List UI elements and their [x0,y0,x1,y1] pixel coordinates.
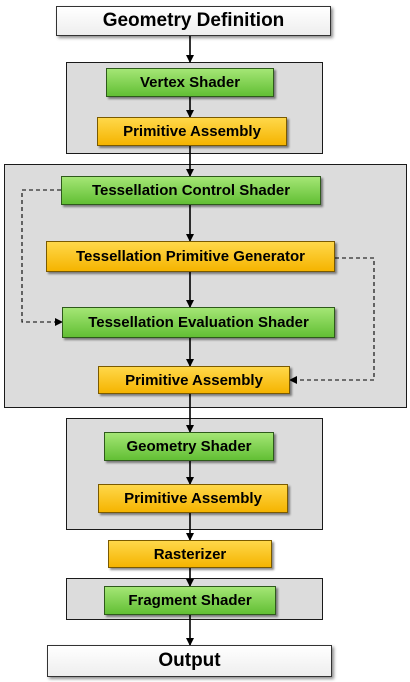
rasterizer-node: Rasterizer [108,540,272,568]
tessellation-primitive-generator-node: Tessellation Primitive Generator [46,241,335,272]
vertex-shader-node: Vertex Shader [106,68,274,97]
tessellation-control-shader-node: Tessellation Control Shader [61,176,321,205]
geometry-shader-node: Geometry Shader [104,432,274,461]
tessellation-evaluation-shader-node: Tessellation Evaluation Shader [62,307,335,338]
primitive-assembly-node-3: Primitive Assembly [98,484,288,513]
geometry-definition-node: Geometry Definition [56,6,331,36]
primitive-assembly-node-2: Primitive Assembly [98,366,290,394]
output-node: Output [47,645,332,677]
primitive-assembly-node-1: Primitive Assembly [97,117,287,146]
fragment-shader-node: Fragment Shader [104,586,276,615]
